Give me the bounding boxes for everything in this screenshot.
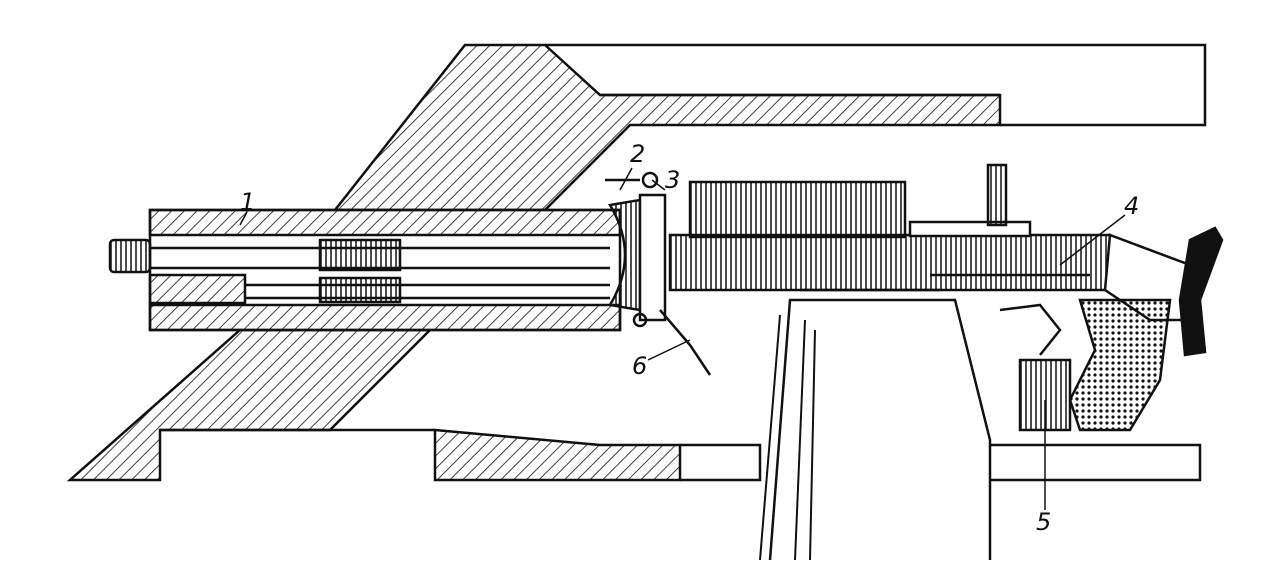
label-1: 1 bbox=[240, 188, 256, 216]
label-3: 3 bbox=[665, 166, 681, 194]
leader-lines bbox=[239, 167, 1126, 510]
label-5: 5 bbox=[1036, 508, 1052, 536]
ball-mount bbox=[605, 171, 712, 376]
label-6: 6 bbox=[632, 352, 648, 380]
label-2: 2 bbox=[630, 140, 646, 168]
shoulder-stock bbox=[1178, 226, 1224, 357]
muzzle bbox=[108, 238, 152, 274]
drum-magazine bbox=[688, 180, 907, 239]
pistol-grip bbox=[1068, 298, 1172, 432]
pedestal bbox=[759, 288, 992, 561]
embrasure-wall-upper bbox=[332, 43, 1207, 212]
barrel-housing bbox=[108, 208, 622, 332]
label-4: 4 bbox=[1124, 192, 1140, 220]
receiver bbox=[668, 233, 1112, 292]
embrasure-wall-lower bbox=[66, 328, 1202, 482]
